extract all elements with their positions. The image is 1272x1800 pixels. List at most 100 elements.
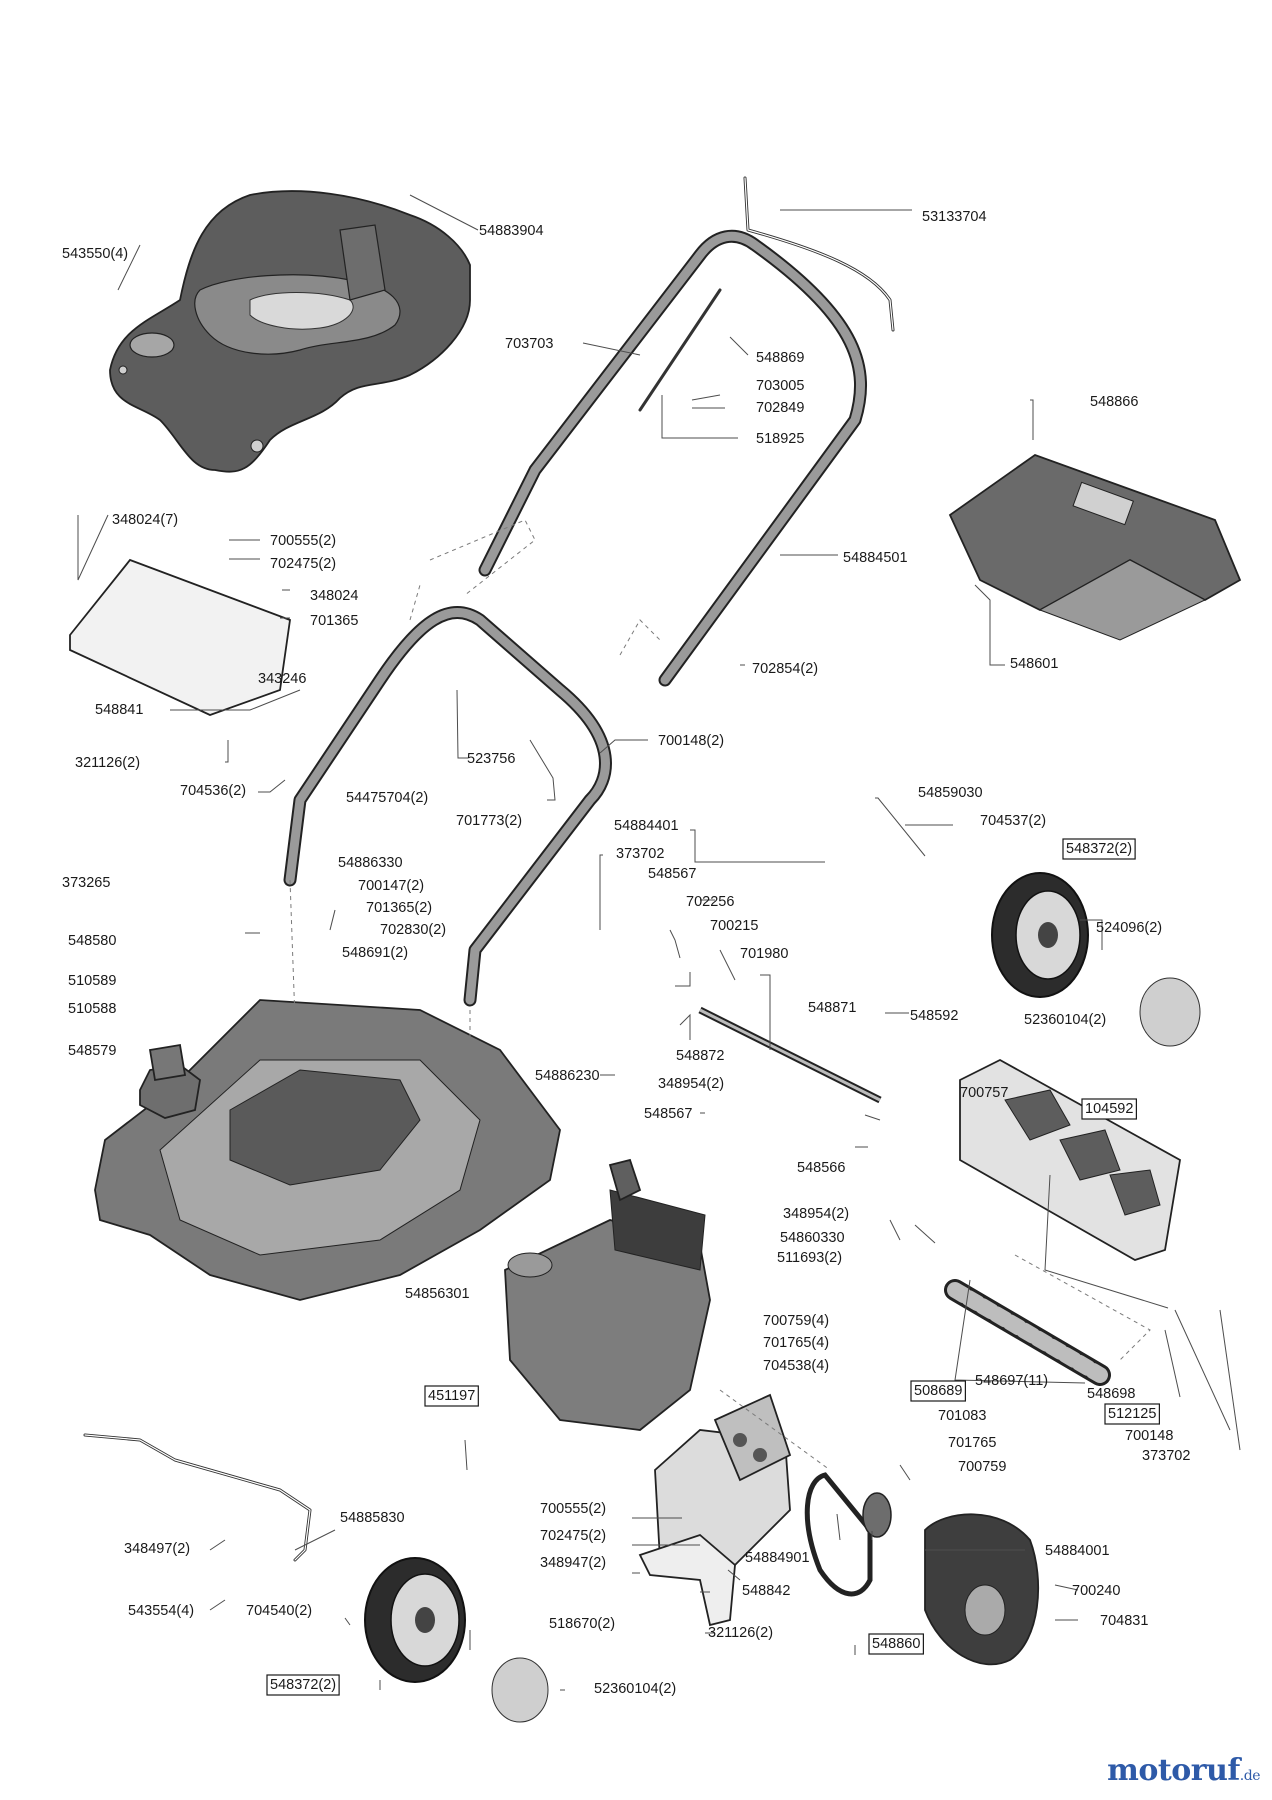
motoruf-watermark: motoruf.de	[1107, 1753, 1260, 1788]
part-number-text: 548592	[910, 1008, 958, 1024]
part-number-text: 54475704(2)	[346, 790, 428, 806]
part-number-text: 54884401	[614, 818, 679, 834]
part-label-700759: 700759	[958, 1459, 1006, 1475]
label-box	[1081, 1098, 1137, 1120]
part-number-text: 548567	[644, 1106, 692, 1122]
part-number-text: 54885830	[340, 1510, 405, 1526]
part-number-text: 548866	[1090, 394, 1138, 410]
part-number-text: 518670(2)	[549, 1616, 615, 1632]
part-label-704831: 704831	[1100, 1613, 1148, 1629]
part-drawings	[69, 176, 1242, 1723]
part-label-54856301: 54856301	[405, 1286, 470, 1302]
part-label-373702_mid: 373702	[616, 846, 664, 862]
part-number-text: 701365(2)	[366, 900, 432, 916]
upper-handle-part	[478, 229, 867, 687]
part-label-512125: 512125	[1104, 1403, 1160, 1425]
part-number-text: 548697(11)	[975, 1373, 1048, 1389]
part-number-text: 548691(2)	[342, 945, 408, 961]
part-label-508689: 508689	[910, 1380, 966, 1402]
part-label-548691: 548691(2)	[342, 945, 408, 961]
part-label-548871: 548871	[808, 1000, 856, 1016]
part-number-text: 702854(2)	[752, 661, 818, 677]
part-number-text: 700215	[710, 918, 758, 934]
part-number-text: 321126(2)	[708, 1625, 773, 1641]
height-lever-part	[83, 1433, 312, 1562]
part-label-700240: 700240	[1072, 1583, 1120, 1599]
part-label-548698: 548698	[1087, 1386, 1135, 1402]
tine-shaft-part	[959, 1058, 1181, 1261]
part-label-343246: 343246	[258, 671, 306, 687]
part-number-labels: 54883904543550(4)53133704703703548869703…	[62, 209, 1190, 1697]
part-number-text: 700555(2)	[270, 533, 336, 549]
part-number-text: 704538(4)	[763, 1358, 829, 1374]
part-number-text: 701773(2)	[456, 813, 522, 829]
part-number-text: 543554(4)	[128, 1603, 194, 1619]
part-number-text: 704537(2)	[980, 813, 1046, 829]
part-label-548580: 548580	[68, 933, 116, 949]
part-number-text: 52360104(2)	[1024, 1012, 1106, 1028]
part-number-text: 548860	[872, 1636, 920, 1652]
part-label-54884401: 54884401	[614, 818, 679, 834]
part-number-text: 702256	[686, 894, 734, 910]
part-label-54884901: 54884901	[745, 1550, 810, 1566]
drive-belt-part	[804, 1472, 873, 1597]
part-number-text: 700240	[1072, 1583, 1120, 1599]
part-label-348024: 348024	[310, 588, 358, 604]
part-number-text: 510588	[68, 1001, 116, 1017]
part-label-518925: 518925	[756, 431, 804, 447]
part-label-704540: 704540(2)	[246, 1603, 312, 1619]
part-number-text: 451197	[428, 1388, 475, 1404]
part-number-text: 52360104(2)	[594, 1681, 676, 1697]
part-number-text: 348954(2)	[783, 1206, 849, 1222]
part-number-text: 54859030	[918, 785, 983, 801]
part-label-54884001: 54884001	[1045, 1543, 1110, 1559]
part-number-text: 511693(2)	[777, 1250, 842, 1266]
part-label-348024_7: 348024(7)	[112, 512, 178, 528]
part-label-548697: 548697(11)	[975, 1373, 1048, 1389]
part-number-text: 702475(2)	[540, 1528, 606, 1544]
part-number-text: 104592	[1085, 1101, 1133, 1117]
part-label-701980: 701980	[740, 946, 788, 962]
part-label-704537: 704537(2)	[980, 813, 1046, 829]
wheel-left-part	[364, 1557, 549, 1723]
part-label-700555_top: 700555(2)	[270, 533, 336, 549]
part-number-text: 373265	[62, 875, 110, 891]
part-number-text: 700147(2)	[358, 878, 424, 894]
part-number-text: 548579	[68, 1043, 116, 1059]
part-number-text: 543550(4)	[62, 246, 128, 262]
part-number-text: 701083	[938, 1408, 986, 1424]
part-number-text: 54884001	[1045, 1543, 1110, 1559]
part-label-700148: 700148	[1125, 1428, 1173, 1444]
part-number-text: 373702	[616, 846, 664, 862]
part-number-text: 702830(2)	[380, 922, 446, 938]
part-label-523756: 523756	[467, 751, 515, 767]
part-number-text: 54860330	[780, 1230, 845, 1246]
part-number-text: 54883904	[479, 223, 544, 239]
part-number-text: 701365	[310, 613, 358, 629]
part-label-702475_low: 702475(2)	[540, 1528, 606, 1544]
leader-lines	[77, 194, 1241, 1691]
part-number-text: 702475(2)	[270, 556, 336, 572]
label-box	[868, 1633, 924, 1655]
part-label-701365: 701365	[310, 613, 358, 629]
part-number-text: 343246	[258, 671, 306, 687]
part-label-54883904: 54883904	[479, 223, 544, 239]
lower-bracket-part	[638, 1533, 736, 1627]
part-label-543554: 543554(4)	[128, 1603, 194, 1619]
part-label-321126_top: 321126(2)	[75, 755, 140, 771]
part-label-54859030: 54859030	[918, 785, 983, 801]
part-label-701083: 701083	[938, 1408, 986, 1424]
top-cover-part	[109, 190, 471, 473]
belt-cover-part	[924, 1513, 1040, 1666]
part-number-text: 53133704	[922, 209, 987, 225]
part-number-text: 548872	[676, 1048, 724, 1064]
part-label-701765_4: 701765(4)	[763, 1335, 829, 1351]
part-number-text: 704536(2)	[180, 783, 246, 799]
part-label-548592: 548592	[910, 1008, 958, 1024]
part-number-text: 700759(4)	[763, 1313, 829, 1329]
part-number-text: 700555(2)	[540, 1501, 606, 1517]
label-box	[1062, 838, 1136, 860]
part-number-text: 54884901	[745, 1550, 810, 1566]
label-box	[1104, 1403, 1160, 1425]
part-number-text: 700148	[1125, 1428, 1173, 1444]
